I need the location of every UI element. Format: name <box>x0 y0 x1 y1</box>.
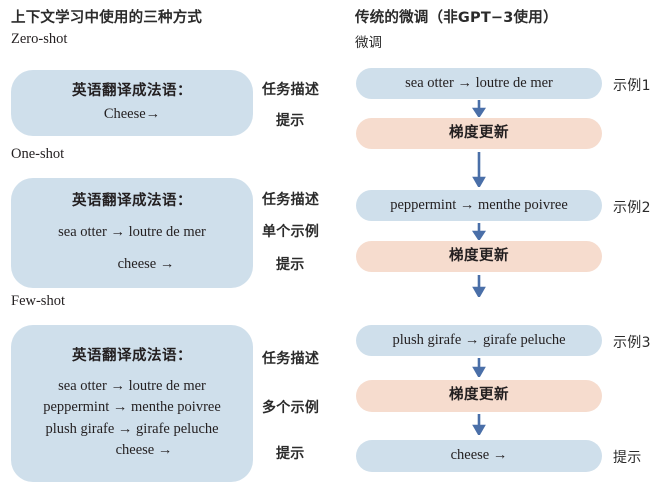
one-shot-note-task-description: 任务描述 <box>262 192 320 208</box>
zero-shot-label: Zero-shot <box>11 31 68 47</box>
finetune-gradient-text-3: 梯度更新 <box>449 387 509 404</box>
right-column-subheading: 微调 <box>355 35 382 51</box>
one-shot-note-prompt: 提示 <box>276 257 305 273</box>
one-shot-line-3: cheese → <box>117 255 175 272</box>
finetune-note-example-2: 示例2 <box>613 200 651 216</box>
few-shot-note-prompt: 提示 <box>276 446 305 462</box>
few-shot-line-4: plush girafe → girafe peluche <box>45 420 219 437</box>
finetune-gradient-box-2[interactable]: 梯度更新 <box>356 241 602 272</box>
finetune-note-example-1: 示例1 <box>613 78 651 94</box>
down-arrow-icon <box>472 358 486 377</box>
finetune-note-example-3: 示例3 <box>613 335 651 351</box>
few-shot-line-3: peppermint → menthe poivree <box>43 399 221 416</box>
finetune-gradient-text-2: 梯度更新 <box>449 247 509 264</box>
few-shot-prompt-box[interactable]: 英语翻译成法语： sea otter → loutre de mer peppe… <box>11 325 253 482</box>
finetune-prompt-box[interactable]: cheese → <box>356 440 602 472</box>
few-shot-note-task-description: 任务描述 <box>262 351 320 367</box>
finetune-example-box-1[interactable]: sea otter → loutre de mer <box>356 68 602 99</box>
zero-shot-note-prompt: 提示 <box>276 113 305 129</box>
finetune-prompt-text: cheese → <box>450 447 508 464</box>
down-arrow-icon <box>472 275 486 297</box>
few-shot-label: Few-shot <box>11 293 65 309</box>
finetune-note-prompt: 提示 <box>613 450 642 466</box>
zero-shot-prompt-box[interactable]: 英语翻译成法语： Cheese→ <box>11 70 253 136</box>
down-arrow-icon <box>472 152 486 187</box>
finetune-example-box-2[interactable]: peppermint → menthe poivree <box>356 190 602 221</box>
zero-shot-line-1: 英语翻译成法语： <box>72 82 192 99</box>
few-shot-line-2: sea otter → loutre de mer <box>58 378 206 395</box>
few-shot-line-5: cheese → <box>115 441 173 458</box>
finetune-example-text-3: plush girafe → girafe peluche <box>392 331 566 348</box>
down-arrow-icon <box>472 100 486 117</box>
few-shot-note-multiple-examples: 多个示例 <box>262 400 320 416</box>
one-shot-prompt-box[interactable]: 英语翻译成法语： sea otter → loutre de mer chees… <box>11 178 253 288</box>
down-arrow-icon <box>472 223 486 240</box>
down-arrow-icon <box>472 414 486 435</box>
one-shot-label: One-shot <box>11 146 65 162</box>
one-shot-line-2: sea otter → loutre de mer <box>58 224 206 241</box>
finetune-example-box-3[interactable]: plush girafe → girafe peluche <box>356 325 602 356</box>
finetune-example-text-1: sea otter → loutre de mer <box>405 74 553 91</box>
finetune-example-text-2: peppermint → menthe poivree <box>390 196 568 213</box>
finetune-gradient-box-1[interactable]: 梯度更新 <box>356 118 602 149</box>
zero-shot-note-task-description: 任务描述 <box>262 82 320 98</box>
right-column-heading: 传统的微调（非GPT−3使用） <box>355 10 558 26</box>
zero-shot-line-2: Cheese→ <box>103 106 161 122</box>
finetune-gradient-text-1: 梯度更新 <box>449 124 509 141</box>
few-shot-line-1: 英语翻译成法语： <box>72 347 192 364</box>
finetune-gradient-box-3[interactable]: 梯度更新 <box>356 380 602 412</box>
left-column-heading: 上下文学习中使用的三种方式 <box>11 10 203 26</box>
one-shot-line-1: 英语翻译成法语： <box>72 193 192 210</box>
one-shot-note-single-example: 单个示例 <box>262 224 320 240</box>
